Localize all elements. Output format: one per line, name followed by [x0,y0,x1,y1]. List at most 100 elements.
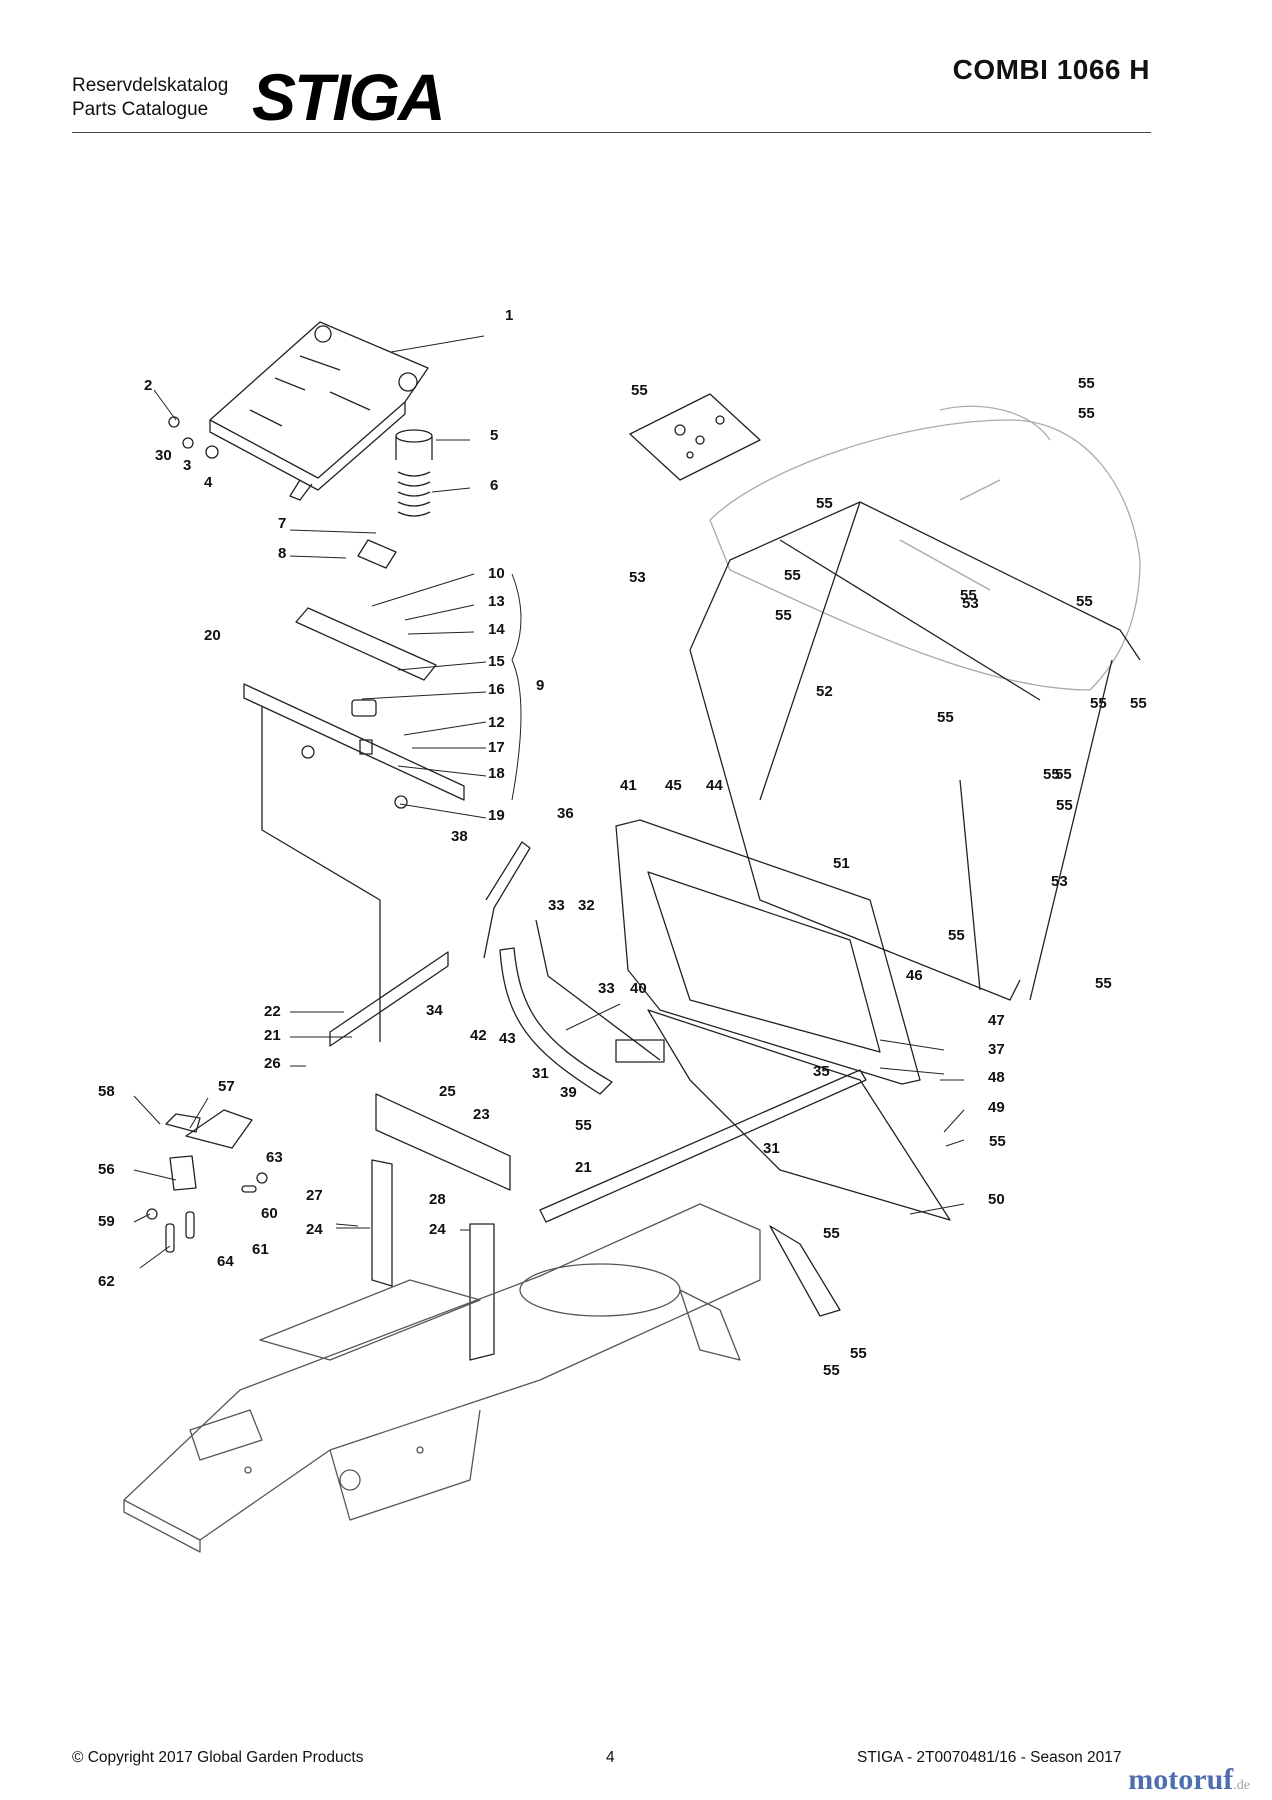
chassis-part [123,1203,761,1553]
callout-label: 35 [813,1063,830,1080]
callout-label: 55 [775,607,792,624]
callout-label: 63 [266,1149,283,1166]
callout-label: 44 [706,777,723,794]
catalog-subtitle-english: Parts Catalogue [72,99,209,120]
callout-label: 55 [1076,593,1093,610]
svg-text:STIGA: STIGA [252,66,444,128]
callout-label: 55 [1078,375,1095,392]
callout-label: 2 [144,377,152,394]
callout-label: 55 [1095,975,1112,992]
callout-label: 55 [823,1225,840,1242]
callout-label: 13 [488,593,505,610]
callout-label: 9 [536,677,544,694]
model-title: COMBI 1066 H [952,54,1150,85]
mounting-plate-part [371,1093,841,1361]
callout-label: 27 [306,1187,323,1204]
callout-label: 41 [620,777,637,794]
callout-leaders [133,335,965,1269]
callout-label: 46 [906,967,923,984]
callout-label: 55 [816,495,833,512]
seat-bracket-part [329,841,665,1095]
stiga-logo: STIGA [252,66,446,128]
callout-label: 53 [962,595,979,612]
grass-catcher-hood-part [709,405,1141,691]
callout-label: 31 [763,1140,780,1157]
spring-part [168,416,433,517]
callout-label: 61 [252,1241,269,1258]
callout-label: 55 [937,709,954,726]
catalog-subtitle-swedish: Reservdelskatalog [72,75,229,96]
callout-label: 31 [532,1065,549,1082]
callout-label: 53 [629,569,646,586]
callout-label: 14 [488,621,505,638]
callout-label: 26 [264,1055,281,1072]
callout-label: 19 [488,807,505,824]
callout-label: 38 [451,828,468,845]
footer-page-number: 4 [606,1749,615,1766]
callout-label: 1 [505,307,513,324]
header-divider [72,132,1151,133]
callout-label: 24 [429,1221,446,1238]
callout-label: 60 [261,1205,278,1222]
callout-label: 51 [833,855,850,872]
callout-label: 55 [850,1345,867,1362]
callout-label: 55 [1056,797,1073,814]
callout-label: 48 [988,1069,1005,1086]
fastener-kit-part [629,393,761,481]
callout-label: 55 [631,382,648,399]
callout-label: 55 [1078,405,1095,422]
callout-label: 49 [988,1099,1005,1116]
callout-label: 47 [988,1012,1005,1029]
callout-label: 45 [665,777,682,794]
callout-label: 55 [1130,695,1147,712]
callout-label: 43 [499,1030,516,1047]
callout-label: 4 [204,474,213,491]
motoruf-watermark: motoruf.de [1128,1763,1250,1796]
callout-label: 24 [306,1221,323,1238]
callout-label: 58 [98,1083,115,1100]
callout-label: 33 [548,897,565,914]
callout-label: 33 [598,980,615,997]
callout-label: 55 [1055,766,1072,783]
callout-label: 37 [988,1041,1005,1058]
collector-frame-part [689,501,1141,1001]
callout-label: 15 [488,653,505,670]
callout-label: 55 [948,927,965,944]
callout-label: 21 [264,1027,281,1044]
callout-label: 42 [470,1027,487,1044]
callout-label: 17 [488,739,505,756]
callout-label: 28 [429,1191,446,1208]
callout-label: 30 [155,447,172,464]
callout-label: 57 [218,1078,235,1095]
callout-label: 16 [488,681,505,698]
collector-box-part [539,819,951,1223]
catalog-subtitle: Reservdelskatalog Parts Catalogue [72,74,228,122]
callout-label: 32 [578,897,595,914]
callout-label: 55 [823,1362,840,1379]
seat-plate-part [209,321,429,501]
callout-label: 23 [473,1106,490,1123]
callout-label: 53 [1051,873,1068,890]
callout-label: 62 [98,1273,115,1290]
callout-label: 56 [98,1161,115,1178]
callout-label: 50 [988,1191,1005,1208]
callout-label: 21 [575,1159,592,1176]
callout-label: 18 [488,765,505,782]
callout-label: 39 [560,1084,577,1101]
callout-label: 64 [217,1253,234,1270]
callout-label: 55 [960,587,977,604]
callout-label: 52 [816,683,833,700]
callout-label: 55 [989,1133,1006,1150]
footer-copyright: © Copyright 2017 Global Garden Products [72,1749,364,1766]
callout-label: 20 [204,627,221,644]
callout-label: 59 [98,1213,115,1230]
callout-label: 55 [575,1117,592,1134]
callout-label: 22 [264,1003,281,1020]
callout-label: 3 [183,457,191,474]
callout-label: 55 [1090,695,1107,712]
callout-label: 12 [488,714,505,731]
callout-label: 10 [488,565,505,582]
callout-label: 40 [630,980,647,997]
callout-label: 8 [278,545,286,562]
